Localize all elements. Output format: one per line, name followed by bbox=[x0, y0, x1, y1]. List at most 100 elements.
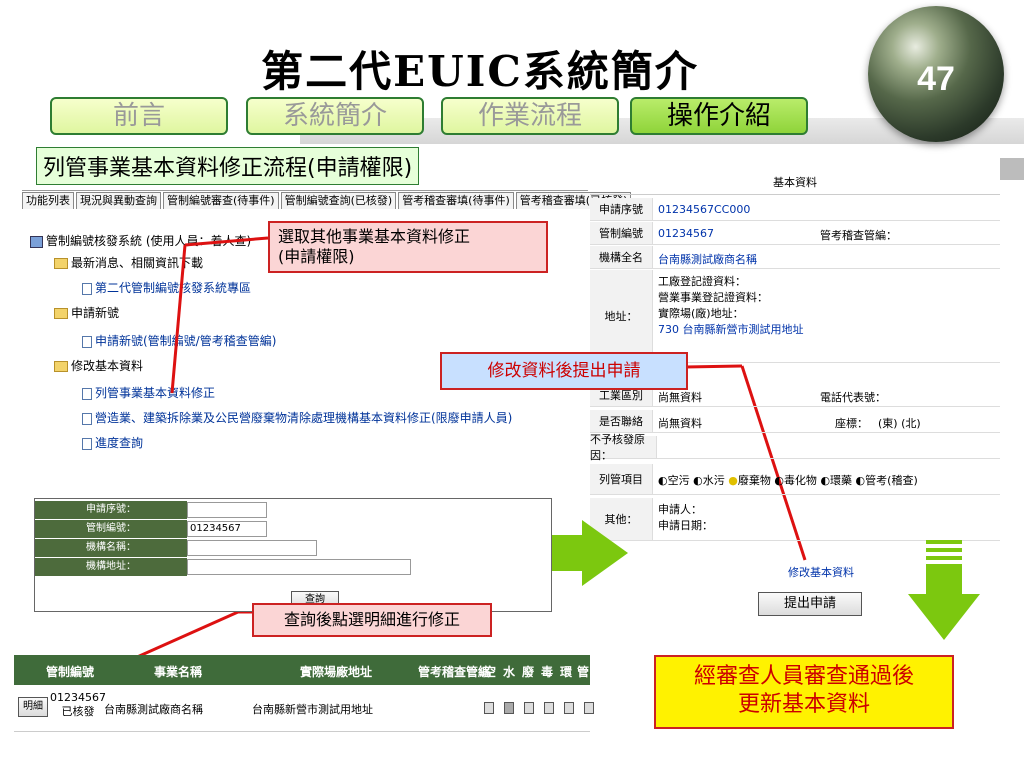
callout-modify-submit: 修改資料後提出申請 bbox=[440, 352, 688, 390]
page-number: 47 bbox=[917, 60, 955, 98]
col-waste: 廢 bbox=[522, 665, 535, 679]
folder-icon bbox=[54, 308, 68, 319]
check-toxic[interactable] bbox=[544, 702, 554, 714]
row-business-name: 台南縣測試廠商名稱 bbox=[104, 703, 203, 716]
slide-title: 第二代EUIC系統簡介 bbox=[261, 47, 699, 96]
tab-system-intro[interactable]: 系統簡介 bbox=[246, 97, 424, 135]
tab-intro[interactable]: 前言 bbox=[50, 97, 228, 135]
industry-value: 尚無資料 bbox=[658, 391, 702, 404]
serial-label: 申請序號 bbox=[590, 198, 653, 220]
row-address: 台南縣新營市測試用地址 bbox=[252, 703, 373, 716]
item-water[interactable]: ◐水污 bbox=[693, 474, 725, 487]
apply-date-label: 申請日期： bbox=[658, 519, 713, 532]
item-audit[interactable]: ◐管考(稽查) bbox=[855, 474, 918, 487]
col-address: 實際場廠地址 bbox=[300, 665, 373, 679]
query-address-label: 機構地址： bbox=[35, 558, 187, 577]
actual-address-label: 實際場(廠)地址： bbox=[658, 307, 744, 320]
connector-select-other bbox=[170, 244, 187, 394]
check-air[interactable] bbox=[484, 702, 494, 714]
tree-tab-function-list[interactable]: 功能列表 bbox=[22, 192, 74, 209]
tree-item-news[interactable]: 最新消息、相關資訊下載 bbox=[54, 254, 203, 271]
query-name-input[interactable] bbox=[187, 540, 317, 556]
col-air: 空 bbox=[484, 665, 497, 679]
query-control-label: 管制編號： bbox=[35, 520, 187, 539]
tree-item-apply-new[interactable]: 申請新號 bbox=[54, 304, 119, 321]
query-form: 申請序號： 管制編號： 01234567 機構名稱： 機構地址： 查詢 bbox=[34, 498, 552, 612]
arrow-down-icon bbox=[908, 540, 980, 640]
check-water[interactable] bbox=[504, 702, 514, 714]
tree-tab-audit-pending[interactable]: 管考稽查審填(待事件) bbox=[398, 192, 514, 209]
basic-data-form: 基本資料 申請序號 01234567CC000 管制編號 01234567 管考稽查管… bbox=[590, 158, 1000, 548]
name-value: 台南縣測試廠商名稱 bbox=[658, 253, 757, 266]
document-icon bbox=[82, 335, 92, 348]
form-header: 基本資料 bbox=[590, 172, 1000, 195]
coord-value: (東) (北) bbox=[878, 417, 921, 430]
phone-label: 電話代表號： bbox=[820, 391, 886, 404]
connector-select-other-h bbox=[184, 236, 269, 247]
row-checkboxes bbox=[484, 702, 594, 717]
tab-workflow[interactable]: 作業流程 bbox=[441, 97, 619, 135]
check-audit[interactable] bbox=[584, 702, 594, 714]
reason-label: 不予核發原因： bbox=[590, 433, 657, 462]
col-control-no: 管制編號 bbox=[46, 665, 95, 679]
tree-tab-status-query[interactable]: 現況與異動查詢 bbox=[76, 192, 161, 209]
row-control-no: 01234567 bbox=[50, 691, 106, 704]
query-serial-label: 申請序號： bbox=[35, 501, 187, 520]
name-label: 機構全名 bbox=[590, 246, 653, 268]
table-row: 明細 01234567 已核發 台南縣測試廠商名稱 台南縣新營市測試用地址 bbox=[14, 685, 594, 732]
folder-icon bbox=[54, 258, 68, 269]
results-header: 管制編號 事業名稱 實際場廠地址 管考稽查管編 空 水 廢 毒 環 管 bbox=[14, 655, 590, 685]
tree-item-controlled-modify[interactable]: 列管事業基本資料修正 bbox=[82, 384, 215, 401]
computer-icon bbox=[30, 235, 43, 248]
query-name-label: 機構名稱： bbox=[35, 539, 187, 558]
serial-value: 01234567CC000 bbox=[658, 203, 751, 216]
callout-select-other: 選取其他事業基本資料修正 (申請權限) bbox=[268, 221, 548, 273]
tree-tab-control-query[interactable]: 管制編號查詢(已核發) bbox=[280, 192, 397, 209]
tree-item-second-gen-zone[interactable]: 第二代管制編號核發系統專區 bbox=[82, 279, 251, 296]
applicant-label: 申請人： bbox=[658, 503, 702, 516]
control-value: 01234567 bbox=[658, 227, 714, 240]
query-serial-input[interactable] bbox=[187, 502, 267, 518]
item-waste[interactable]: ●廢棄物 bbox=[728, 474, 771, 487]
document-icon bbox=[82, 412, 92, 425]
col-business-name: 事業名稱 bbox=[154, 665, 203, 679]
tab-operation[interactable]: 操作介紹 bbox=[630, 97, 808, 135]
connector-modify-h bbox=[684, 364, 743, 369]
item-air[interactable]: ◐空污 bbox=[658, 474, 690, 487]
results-table: 管制編號 事業名稱 實際場廠地址 管考稽查管編 空 水 廢 毒 環 管 明細 0… bbox=[14, 655, 594, 732]
tree-item-construction-modify[interactable]: 營造業、建築拆除業及公民營廢棄物清除處理機構基本資料修正(限廢申請人員) bbox=[82, 409, 512, 426]
other-label: 其他： bbox=[590, 498, 653, 540]
row-status: 已核發 bbox=[61, 705, 95, 718]
audit-label: 管考稽查管編： bbox=[820, 229, 897, 242]
control-label: 管制編號 bbox=[590, 222, 653, 244]
query-address-input[interactable] bbox=[187, 559, 411, 575]
callout-review-update: 經審查人員審查通過後 更新基本資料 bbox=[654, 655, 954, 729]
tree-item-apply-new-number[interactable]: 申請新號(管制編號/管考稽查管編) bbox=[82, 332, 276, 349]
folder-icon bbox=[54, 361, 68, 372]
check-waste[interactable] bbox=[524, 702, 534, 714]
section-heading: 列管事業基本資料修正流程(申請權限) bbox=[36, 147, 420, 185]
document-icon bbox=[82, 282, 92, 295]
business-registration: 營業事業登記證資料： bbox=[658, 291, 768, 304]
item-pesticide[interactable]: ◐環藥 bbox=[820, 474, 853, 487]
factory-registration: 工廠登記證資料： bbox=[658, 275, 746, 288]
item-toxic[interactable]: ◐毒化物 bbox=[774, 474, 817, 487]
tree-item-progress-query[interactable]: 進度查詢 bbox=[82, 434, 143, 451]
connector-modify bbox=[740, 365, 807, 561]
detail-button[interactable]: 明細 bbox=[18, 697, 48, 717]
globe-icon bbox=[868, 6, 1004, 142]
check-pesticide[interactable] bbox=[564, 702, 574, 714]
callout-query-detail: 查詢後點選明細進行修正 bbox=[252, 603, 492, 637]
side-decoration bbox=[1000, 158, 1024, 180]
submit-application-button[interactable]: 提出申請 bbox=[758, 592, 862, 616]
query-control-input[interactable]: 01234567 bbox=[187, 521, 267, 537]
document-icon bbox=[82, 437, 92, 450]
unified-value: 尚無資料 bbox=[658, 417, 702, 430]
tree-tab-control-review[interactable]: 管制編號審查(待事件) bbox=[163, 192, 279, 209]
modify-basic-link[interactable]: 修改基本資料 bbox=[788, 566, 854, 579]
address-value: 730 台南縣新營市測試用地址 bbox=[658, 323, 804, 336]
tree-item-modify-basic[interactable]: 修改基本資料 bbox=[54, 357, 143, 374]
col-water: 水 bbox=[503, 665, 516, 679]
col-toxic: 毒 bbox=[541, 665, 554, 679]
coord-label: 座標： bbox=[835, 417, 868, 430]
